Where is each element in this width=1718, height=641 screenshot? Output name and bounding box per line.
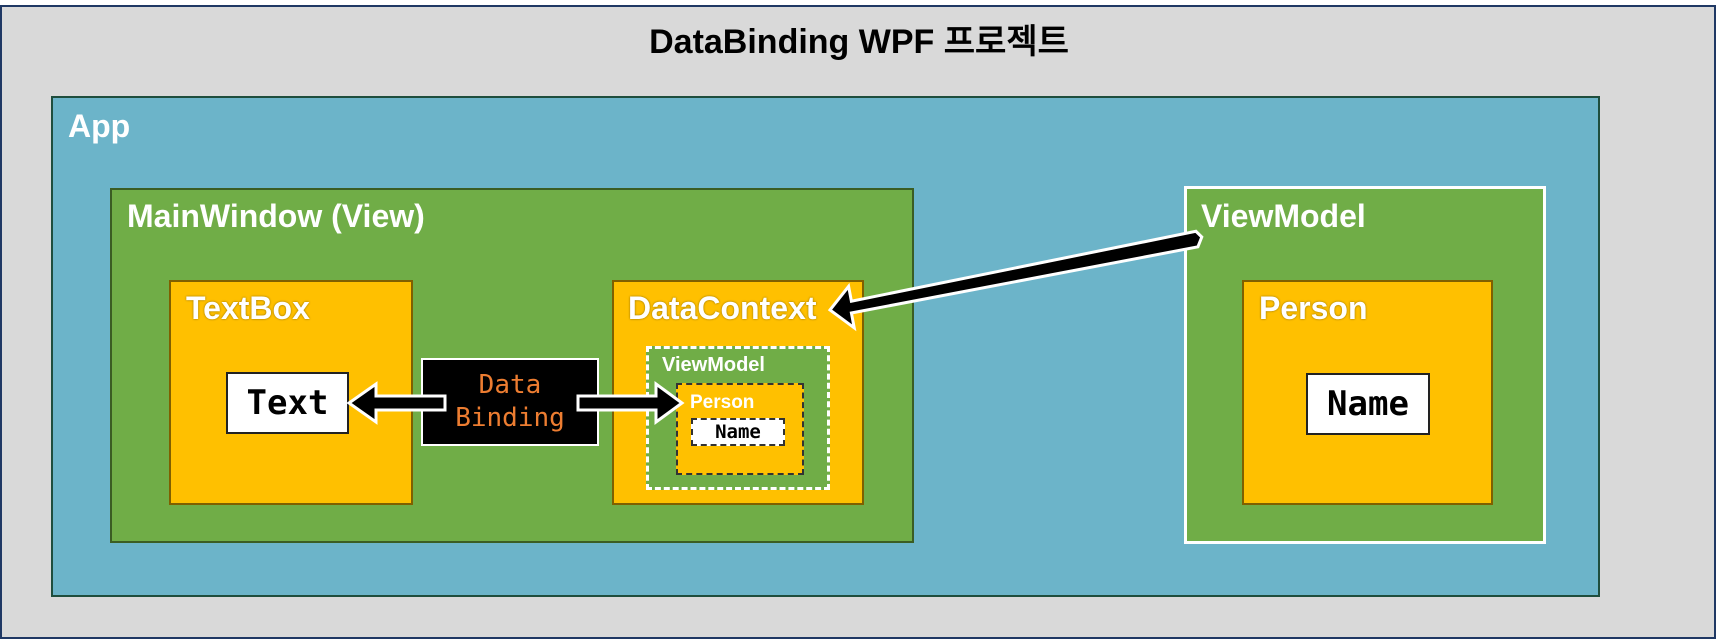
data-context-person-label: Person	[690, 392, 755, 413]
data-context-viewmodel-label: ViewModel	[662, 354, 765, 376]
data-context-label: DataContext	[628, 290, 817, 326]
textbox-label: TextBox	[186, 290, 310, 326]
name-property-box: Name	[1306, 373, 1430, 435]
data-context-name-box: Name	[691, 418, 785, 446]
person-label: Person	[1259, 290, 1368, 326]
data-binding-line2: Binding	[455, 403, 565, 433]
diagram-title: DataBinding WPF 프로젝트	[649, 23, 1069, 61]
viewmodel-label: ViewModel	[1201, 198, 1366, 234]
text-property-box: Text	[226, 372, 349, 434]
data-binding-line1: Data	[478, 370, 542, 400]
data-binding-box: Data Binding	[421, 358, 599, 446]
main-window-label: MainWindow (View)	[127, 198, 425, 234]
app-label: App	[68, 108, 131, 144]
